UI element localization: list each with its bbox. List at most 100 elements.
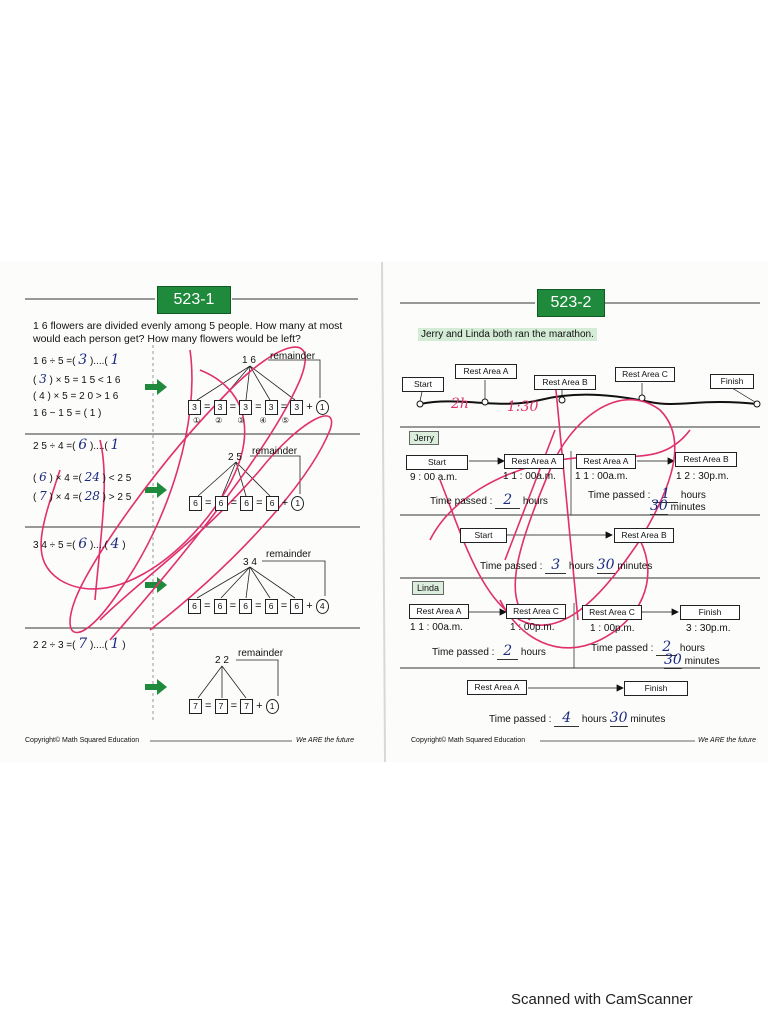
handwritten-answer: 2 xyxy=(495,492,521,509)
remainder-circle: 1 xyxy=(315,400,329,415)
handwritten-answer: 6 xyxy=(39,470,47,484)
unit-label: hours xyxy=(522,496,548,507)
diagram-total: 2 5 xyxy=(228,452,242,463)
handwritten-answer: 6 xyxy=(78,437,88,453)
tagline-right: We ARE the future xyxy=(698,737,756,744)
linda-sum-start-box: Rest Area A xyxy=(467,680,527,695)
equation-text: )....( xyxy=(89,540,108,551)
time-passed-label: Time passed : xyxy=(480,561,543,572)
answer-box: 7 xyxy=(189,699,202,714)
circled-number: ⑤ xyxy=(281,416,289,425)
equation-text: ( xyxy=(33,492,37,503)
time-passed-label: Time passed : xyxy=(489,714,552,725)
unit-label: minutes xyxy=(670,502,706,513)
linda-finish-box: Finish xyxy=(680,605,740,620)
answer-box: 3 xyxy=(264,400,278,415)
section-badge-523-1: 523-1 xyxy=(157,286,231,314)
linda-label: Linda xyxy=(412,581,445,595)
work-line: ( 6 ) × 4 =( 24 ) < 2 5 xyxy=(33,470,131,484)
route-rest-a-box: Rest Area A xyxy=(455,364,517,379)
answer-box: 7 xyxy=(240,699,254,714)
answer-box: 3 xyxy=(188,400,201,415)
handwritten-answer: 24 xyxy=(84,470,100,484)
handwritten-answer: 3 xyxy=(78,352,88,368)
handwritten-answer: 4 xyxy=(554,710,580,727)
handwritten-answer: 1 xyxy=(110,352,120,368)
section-badge-523-2: 523-2 xyxy=(537,289,605,317)
arrow-icon-2 xyxy=(145,482,167,498)
tagline-left: We ARE the future xyxy=(296,737,354,744)
work-line: 2 5 ÷ 4 =( 6 )....( 1 xyxy=(33,437,119,453)
route-note: 1:30 xyxy=(507,399,539,415)
answer-box: 6 xyxy=(265,496,279,511)
linda-rest-c2-box: Rest Area C xyxy=(582,605,642,620)
jerry-sum-start-box: Start xyxy=(460,528,507,543)
linda-time-passed-total: Time passed : 4 hours 30 minutes xyxy=(489,710,666,727)
diagram-4-lines xyxy=(197,659,279,699)
route-rest-b-box: Rest Area B xyxy=(534,375,596,390)
jerry-time-b: 1 2 : 30p.m. xyxy=(676,471,729,482)
arrow-icon-3 xyxy=(145,577,167,593)
work-line: ( 7 ) × 4 =( 28 ) > 2 5 xyxy=(33,489,131,503)
handwritten-answer: 7 xyxy=(78,636,88,652)
equation-text: ) > 2 5 xyxy=(102,492,132,503)
copyright-left: Copyright© Math Squared Education xyxy=(25,737,140,744)
handwritten-answer: 1 xyxy=(653,486,679,503)
arrow-icon-1 xyxy=(145,379,167,395)
linda-sum-end-box: Finish xyxy=(624,681,688,696)
problem-text-line-2: would each person get? How many flowers … xyxy=(33,333,301,345)
unit-label: hours xyxy=(680,490,706,501)
jerry-start-box: Start xyxy=(406,455,468,470)
linda-time-c: 1 : 00p.m. xyxy=(510,622,555,633)
route-note: 2h xyxy=(451,396,469,412)
unit-label: hours xyxy=(520,647,546,658)
unit-label: minutes xyxy=(630,714,666,725)
linda-time-finish: 3 : 30p.m. xyxy=(686,623,731,634)
answer-box: 6 xyxy=(214,496,228,511)
time-passed-label: Time passed : xyxy=(588,490,651,501)
answer-box: 3 xyxy=(290,400,304,415)
handwritten-answer: 3 xyxy=(39,372,47,386)
linda-time-a: 1 1 : 00a.m. xyxy=(410,622,463,633)
unit-label: hours xyxy=(679,643,705,654)
jerry-time-passed-2-minutes: 30 minutes xyxy=(650,498,706,515)
equation-text: ) xyxy=(122,540,126,551)
route-line xyxy=(416,380,761,408)
handwritten-answer: 2 xyxy=(656,639,678,656)
jerry-time-passed-total: Time passed : 3 hours 30 minutes xyxy=(480,557,652,574)
route-finish-box: Finish xyxy=(710,374,754,389)
handwritten-answer: 30 xyxy=(596,557,615,574)
handwritten-answer: 7 xyxy=(39,489,47,503)
work-line: 2 2 ÷ 3 =( 7 )....( 1 ) xyxy=(33,636,126,652)
work-line: 1 6 ÷ 5 =( 3 )....( 1 xyxy=(33,352,119,368)
linda-rest-c-box: Rest Area C xyxy=(506,604,566,619)
answer-box: 6 xyxy=(189,496,202,511)
answer-box: 3 xyxy=(239,400,253,415)
linda-time-passed-2-minutes: 30 minutes xyxy=(664,652,720,669)
handwritten-answer: 28 xyxy=(84,489,100,503)
equation-text: 1 6 ÷ 5 =( xyxy=(33,356,76,367)
remainder-label: remainder xyxy=(252,446,298,457)
diagram-total: 2 2 xyxy=(215,655,229,666)
answer-box: 6 xyxy=(240,496,254,511)
handwritten-answer: 30 xyxy=(650,498,668,515)
answer-box: 3 xyxy=(213,400,227,415)
handwritten-answer: 2 xyxy=(497,643,519,660)
jerry-time-a: 1 1 : 00a.m. xyxy=(503,471,556,482)
jerry-rest-a2-box: Rest Area A xyxy=(576,454,636,469)
problem-text-line-1: 1 6 flowers are divided evenly among 5 p… xyxy=(33,320,343,332)
time-passed-label: Time passed : xyxy=(591,643,654,654)
circled-number: ④ xyxy=(259,416,267,425)
remainder-circle: 4 xyxy=(315,599,329,614)
equation-text: ) × 4 =( xyxy=(49,473,82,484)
circled-number: ③ xyxy=(237,416,245,425)
remainder-circle: 1 xyxy=(291,496,305,511)
unit-label: hours xyxy=(581,714,607,725)
flow-arrows xyxy=(466,457,679,692)
work-line: ( 4 ) × 5 = 2 0 > 1 6 xyxy=(33,391,119,402)
circled-number: ② xyxy=(215,416,223,425)
jerry-time-start: 9 : 00 a.m. xyxy=(410,472,458,483)
handwritten-answer: 6 xyxy=(78,536,88,552)
work-line: ( 3 ) × 5 = 1 5 < 1 6 xyxy=(33,372,120,386)
equation-text: )....( xyxy=(89,356,108,367)
